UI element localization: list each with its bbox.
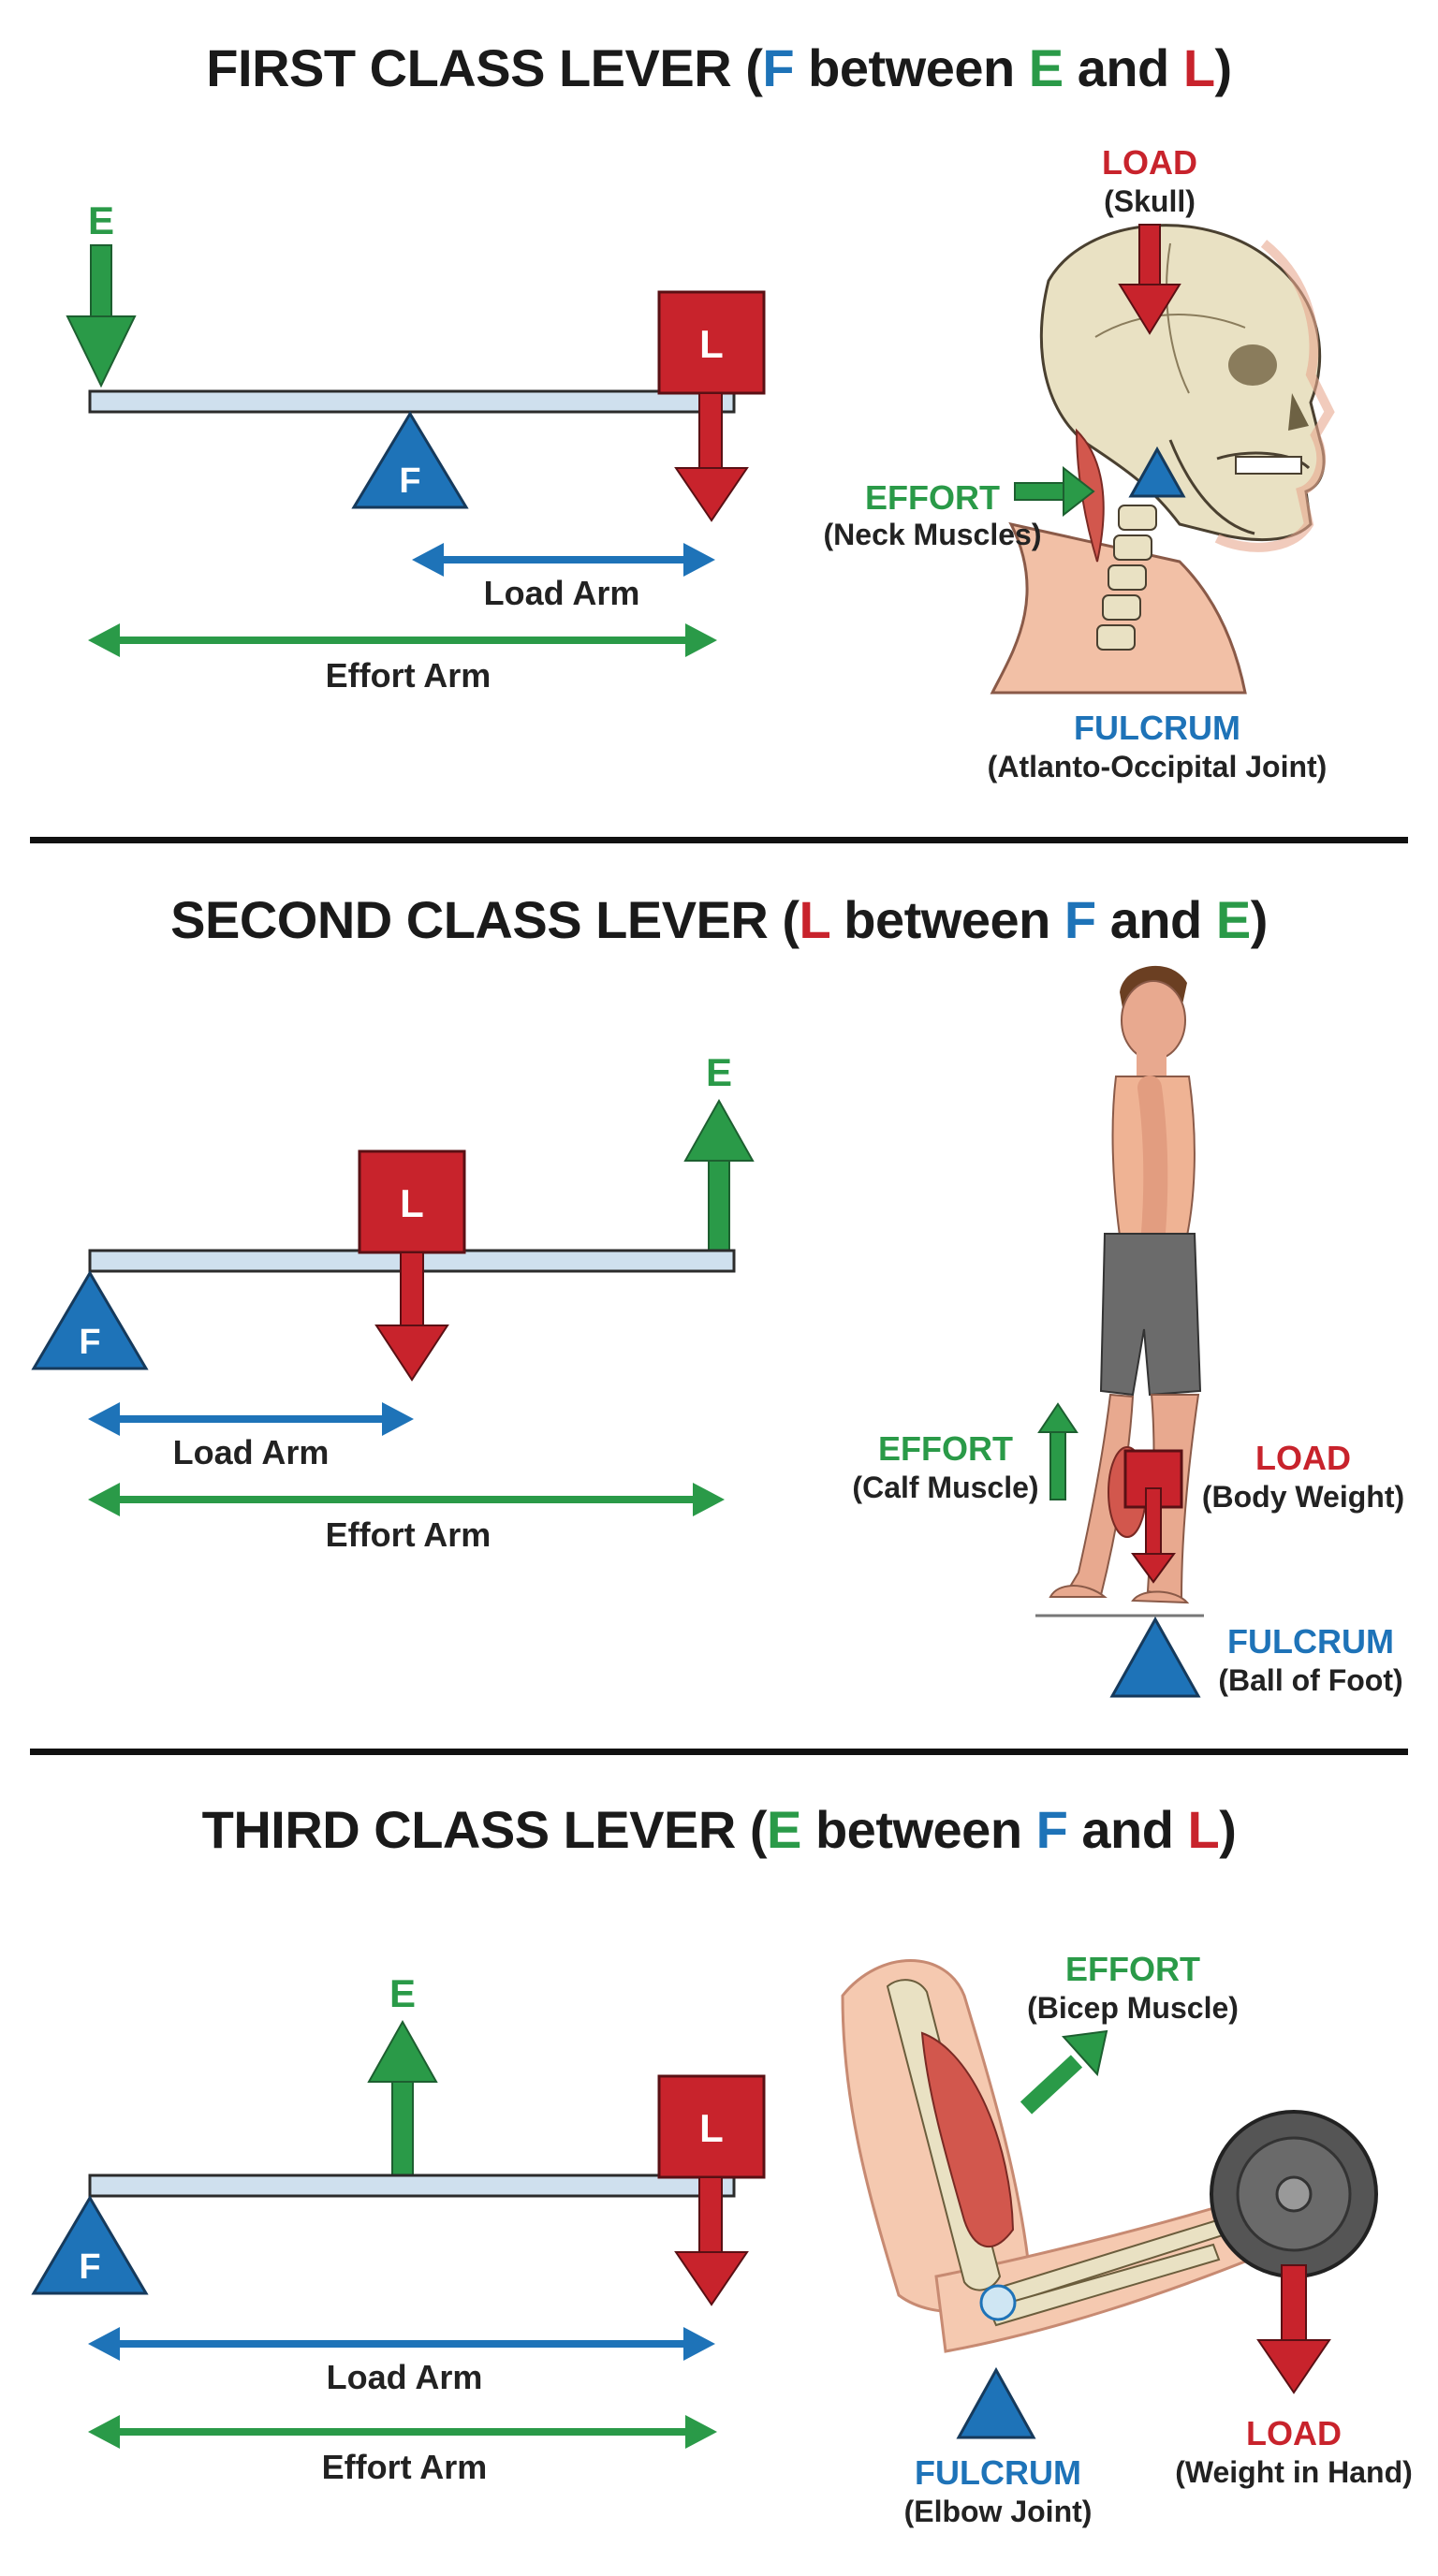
- title-letter-e: E: [767, 1800, 801, 1859]
- title-letter-f: F: [1035, 1800, 1068, 1859]
- load-arrow-down: [674, 2176, 749, 2306]
- load-letter: L: [699, 2106, 724, 2150]
- first-class-section: FIRST CLASS LEVER (F between E and L) E …: [0, 0, 1438, 842]
- load-arrow-down: [374, 1251, 449, 1382]
- effort-letter: E: [88, 198, 114, 242]
- foot-fulcrum-triangle: [1109, 1616, 1201, 1698]
- load-arrow-down: [674, 392, 749, 522]
- title-letter-e: E: [1215, 890, 1251, 949]
- anatomy-effort-sub: (Bicep Muscle): [1027, 1991, 1239, 2025]
- effort-arm-label: Effort Arm: [322, 2448, 488, 2486]
- load-arm-arrow: [412, 543, 715, 577]
- fulcrum-letter: F: [399, 461, 420, 501]
- title-text: FIRST CLASS LEVER (: [206, 38, 763, 97]
- title-letter-e: E: [1028, 38, 1064, 97]
- third-class-title: THIRD CLASS LEVER (E between F and L): [0, 1799, 1438, 1860]
- effort-arm-arrow: [88, 623, 717, 657]
- load-arm-label: Load Arm: [327, 2358, 483, 2396]
- load-arm-label: Load Arm: [173, 1433, 330, 1471]
- anatomy-fulcrum-sub: (Elbow Joint): [904, 2495, 1093, 2528]
- lever-beam: [88, 2174, 736, 2198]
- title-letter-l: L: [1187, 1800, 1220, 1859]
- title-text: THIRD CLASS LEVER (: [201, 1800, 768, 1859]
- elbow-fulcrum-triangle: [956, 2366, 1036, 2439]
- first-class-title: FIRST CLASS LEVER (F between E and L): [0, 37, 1438, 98]
- effort-arrow-up: [367, 2019, 438, 2176]
- effort-arrow-up: [683, 1098, 755, 1251]
- anatomy-load-sub: (Weight in Hand): [1175, 2455, 1413, 2489]
- anatomy-load-title: LOAD: [1255, 1439, 1351, 1477]
- effort-arm-label: Effort Arm: [326, 656, 492, 695]
- second-class-diagram: E F L Load Arm Effort: [31, 965, 1404, 1698]
- load-box: [657, 2074, 766, 2179]
- neck-fulcrum-triangle: [1128, 446, 1186, 498]
- third-class-section: THIRD CLASS LEVER (E between F and L) E …: [0, 1752, 1438, 2576]
- anatomy-fulcrum-title: FULCRUM: [1227, 1622, 1394, 1661]
- anatomy-effort-sub: (Neck Muscles): [824, 518, 1042, 551]
- load-letter: L: [400, 1181, 424, 1225]
- fulcrum-triangle: [31, 1270, 149, 1370]
- anatomy-fulcrum-title: FULCRUM: [1074, 709, 1240, 747]
- anatomy-load-sub: (Body Weight): [1202, 1480, 1404, 1514]
- anatomy-effort-sub: (Calf Muscle): [852, 1471, 1038, 1504]
- third-class-diagram: E F L Load Arm Effort: [31, 1950, 1413, 2528]
- anatomy-load-title: LOAD: [1102, 143, 1197, 182]
- second-class-title: SECOND CLASS LEVER (L between F and E): [0, 889, 1438, 950]
- section-divider: [30, 837, 1408, 843]
- load-letter: L: [699, 322, 724, 366]
- load-arm-arrow: [88, 1402, 414, 1436]
- bicep-effort-arrow: [1020, 2029, 1108, 2115]
- title-letter-l: L: [1182, 38, 1215, 97]
- head-neck-illustration: [990, 224, 1335, 695]
- lever-beam: [88, 389, 736, 414]
- neck-effort-arrow: [1014, 465, 1095, 518]
- title-text: between: [829, 890, 1064, 949]
- anatomy-load-title: LOAD: [1246, 2414, 1342, 2452]
- fulcrum-letter: F: [79, 2247, 100, 2287]
- second-class-section: SECOND CLASS LEVER (L between F and E) E…: [0, 842, 1438, 1752]
- effort-arm-arrow: [88, 2415, 717, 2449]
- title-text: ): [1214, 38, 1233, 97]
- title-text: between: [794, 38, 1029, 97]
- anatomy-effort-title: EFFORT: [865, 478, 1000, 517]
- load-arm-label: Load Arm: [484, 574, 640, 612]
- effort-arm-label: Effort Arm: [326, 1515, 492, 1554]
- calf-effort-arrow: [1037, 1402, 1078, 1500]
- load-arm-arrow: [88, 2327, 715, 2361]
- anatomy-load-sub: (Skull): [1104, 184, 1196, 218]
- title-letter-f: F: [762, 38, 795, 97]
- title-text: between: [800, 1800, 1036, 1859]
- fulcrum-letter: F: [79, 1323, 100, 1362]
- title-text: and: [1063, 38, 1183, 97]
- title-text: and: [1067, 1800, 1188, 1859]
- effort-arm-arrow: [88, 1483, 725, 1516]
- anatomy-fulcrum-sub: (Ball of Foot): [1218, 1663, 1402, 1697]
- skull-load-arrow: [1118, 224, 1181, 335]
- first-class-diagram: E F L Load Arm Effort: [66, 143, 1335, 783]
- fulcrum-triangle: [351, 411, 469, 509]
- body-load-arrow: [1131, 1487, 1176, 1584]
- weight-load-arrow: [1256, 2264, 1331, 2394]
- flexed-arm-illustration: [841, 1959, 1378, 2353]
- anatomy-fulcrum-title: FULCRUM: [915, 2453, 1081, 2492]
- title-text: ): [1250, 890, 1269, 949]
- standing-man-illustration: [1035, 965, 1204, 1617]
- anatomy-effort-title: EFFORT: [878, 1429, 1013, 1468]
- anatomy-fulcrum-sub: (Atlanto-Occipital Joint): [988, 750, 1328, 783]
- effort-letter: E: [389, 1971, 416, 2015]
- title-letter-f: F: [1064, 890, 1096, 949]
- title-text: ): [1219, 1800, 1237, 1859]
- load-box: [657, 290, 766, 395]
- anatomy-effort-title: EFFORT: [1065, 1950, 1200, 1988]
- title-letter-l: L: [799, 890, 830, 949]
- effort-arrow-down: [66, 244, 137, 388]
- section-divider: [30, 1749, 1408, 1755]
- fulcrum-triangle: [31, 2195, 149, 2295]
- effort-letter: E: [706, 1050, 732, 1094]
- title-text: and: [1095, 890, 1216, 949]
- title-text: SECOND CLASS LEVER (: [170, 890, 800, 949]
